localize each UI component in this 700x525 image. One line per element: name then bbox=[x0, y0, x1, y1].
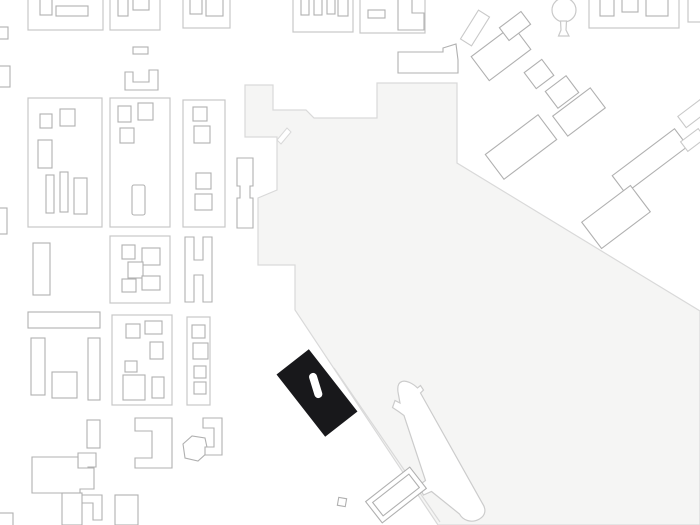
building-footprint bbox=[149, 341, 164, 360]
tree-symbol-crown bbox=[551, 0, 577, 23]
building-footprint bbox=[195, 172, 212, 190]
map-edge-fragment bbox=[0, 65, 11, 88]
city-block bbox=[687, 0, 700, 23]
building-footprint bbox=[300, 0, 310, 16]
building-footprint bbox=[189, 0, 203, 15]
building-footprint bbox=[397, 0, 425, 31]
building-footprint bbox=[144, 320, 163, 335]
building-footprint bbox=[79, 494, 103, 521]
building-footprint-rotated bbox=[498, 10, 532, 42]
building-footprint-rotated bbox=[679, 127, 700, 153]
building-footprint bbox=[122, 374, 146, 401]
building-footprint bbox=[125, 323, 141, 339]
building-footprint bbox=[205, 0, 224, 17]
building-footprint bbox=[121, 278, 137, 293]
building-footprint-rotated bbox=[677, 97, 700, 129]
building-footprint bbox=[192, 342, 209, 360]
building-footprint bbox=[27, 311, 101, 329]
building-footprint-rotated bbox=[544, 75, 580, 109]
building-footprint bbox=[61, 492, 83, 525]
quay-edge-line bbox=[333, 367, 441, 523]
building-footprint bbox=[337, 0, 349, 17]
building-footprint bbox=[39, 113, 53, 129]
building-footprint bbox=[51, 371, 78, 399]
building-footprint bbox=[131, 184, 146, 216]
building-footprint bbox=[39, 0, 53, 16]
building-footprint bbox=[132, 46, 149, 55]
map-edge-fragment bbox=[0, 207, 8, 235]
building-footprint bbox=[313, 0, 323, 16]
building-footprint-rotated bbox=[523, 58, 555, 90]
building-footprint bbox=[151, 376, 165, 399]
building-footprint bbox=[236, 157, 254, 229]
building-footprint bbox=[37, 139, 53, 169]
plaza-edge-tick bbox=[276, 127, 292, 145]
building-footprint bbox=[194, 193, 213, 211]
building-footprint bbox=[114, 494, 139, 525]
building-footprint bbox=[87, 337, 101, 401]
map-edge-fragment bbox=[0, 512, 14, 525]
building-footprint bbox=[397, 43, 459, 74]
building-footprint bbox=[124, 360, 138, 373]
building-footprint-rotated bbox=[580, 184, 652, 250]
building-footprint bbox=[121, 244, 136, 260]
building-footprint bbox=[137, 102, 154, 121]
building-footprint bbox=[182, 435, 209, 462]
ship-outline bbox=[391, 380, 486, 522]
building-footprint bbox=[184, 236, 213, 303]
tree-symbol-trunk bbox=[557, 20, 570, 37]
building-footprint bbox=[645, 0, 669, 17]
building-footprint-rotated bbox=[470, 24, 532, 82]
building-footprint-rotated bbox=[551, 87, 607, 137]
building-footprint bbox=[141, 275, 161, 291]
building-footprint bbox=[134, 417, 173, 469]
building-footprint bbox=[193, 365, 207, 379]
building-footprint bbox=[191, 324, 206, 339]
building-footprint bbox=[73, 177, 88, 215]
building-footprint bbox=[124, 69, 159, 91]
waterfront-plaza bbox=[244, 82, 700, 525]
building-footprint bbox=[117, 105, 132, 123]
building-footprint bbox=[55, 5, 89, 17]
building-footprint bbox=[141, 247, 161, 266]
building-footprint bbox=[193, 125, 211, 144]
site-building-entrance-slot bbox=[309, 372, 323, 399]
building-footprint bbox=[326, 0, 336, 15]
building-footprint bbox=[192, 106, 208, 122]
building-footprint bbox=[59, 171, 69, 213]
building-footprint bbox=[31, 456, 95, 494]
building-footprint-rotated bbox=[611, 127, 689, 195]
building-footprint bbox=[132, 0, 150, 11]
building-footprint bbox=[193, 381, 207, 395]
building-footprint bbox=[599, 0, 615, 17]
building-footprint bbox=[621, 0, 639, 13]
building-footprint bbox=[32, 242, 51, 296]
building-footprint bbox=[117, 0, 129, 17]
small-kiosk-outline bbox=[336, 496, 348, 508]
building-footprint bbox=[367, 9, 386, 19]
pier-building-inner bbox=[371, 473, 421, 517]
building-footprint-rotated bbox=[459, 9, 491, 47]
building-footprint bbox=[45, 174, 55, 214]
building-footprint bbox=[86, 419, 101, 449]
pier-building-outer bbox=[364, 466, 428, 524]
building-footprint bbox=[59, 108, 76, 127]
building-footprint bbox=[202, 417, 223, 456]
building-footprint-rotated bbox=[484, 113, 558, 181]
building-footprint bbox=[127, 261, 144, 279]
map-edge-fragment bbox=[0, 26, 9, 40]
building-footprint bbox=[119, 127, 135, 144]
building-footprint bbox=[30, 337, 46, 396]
